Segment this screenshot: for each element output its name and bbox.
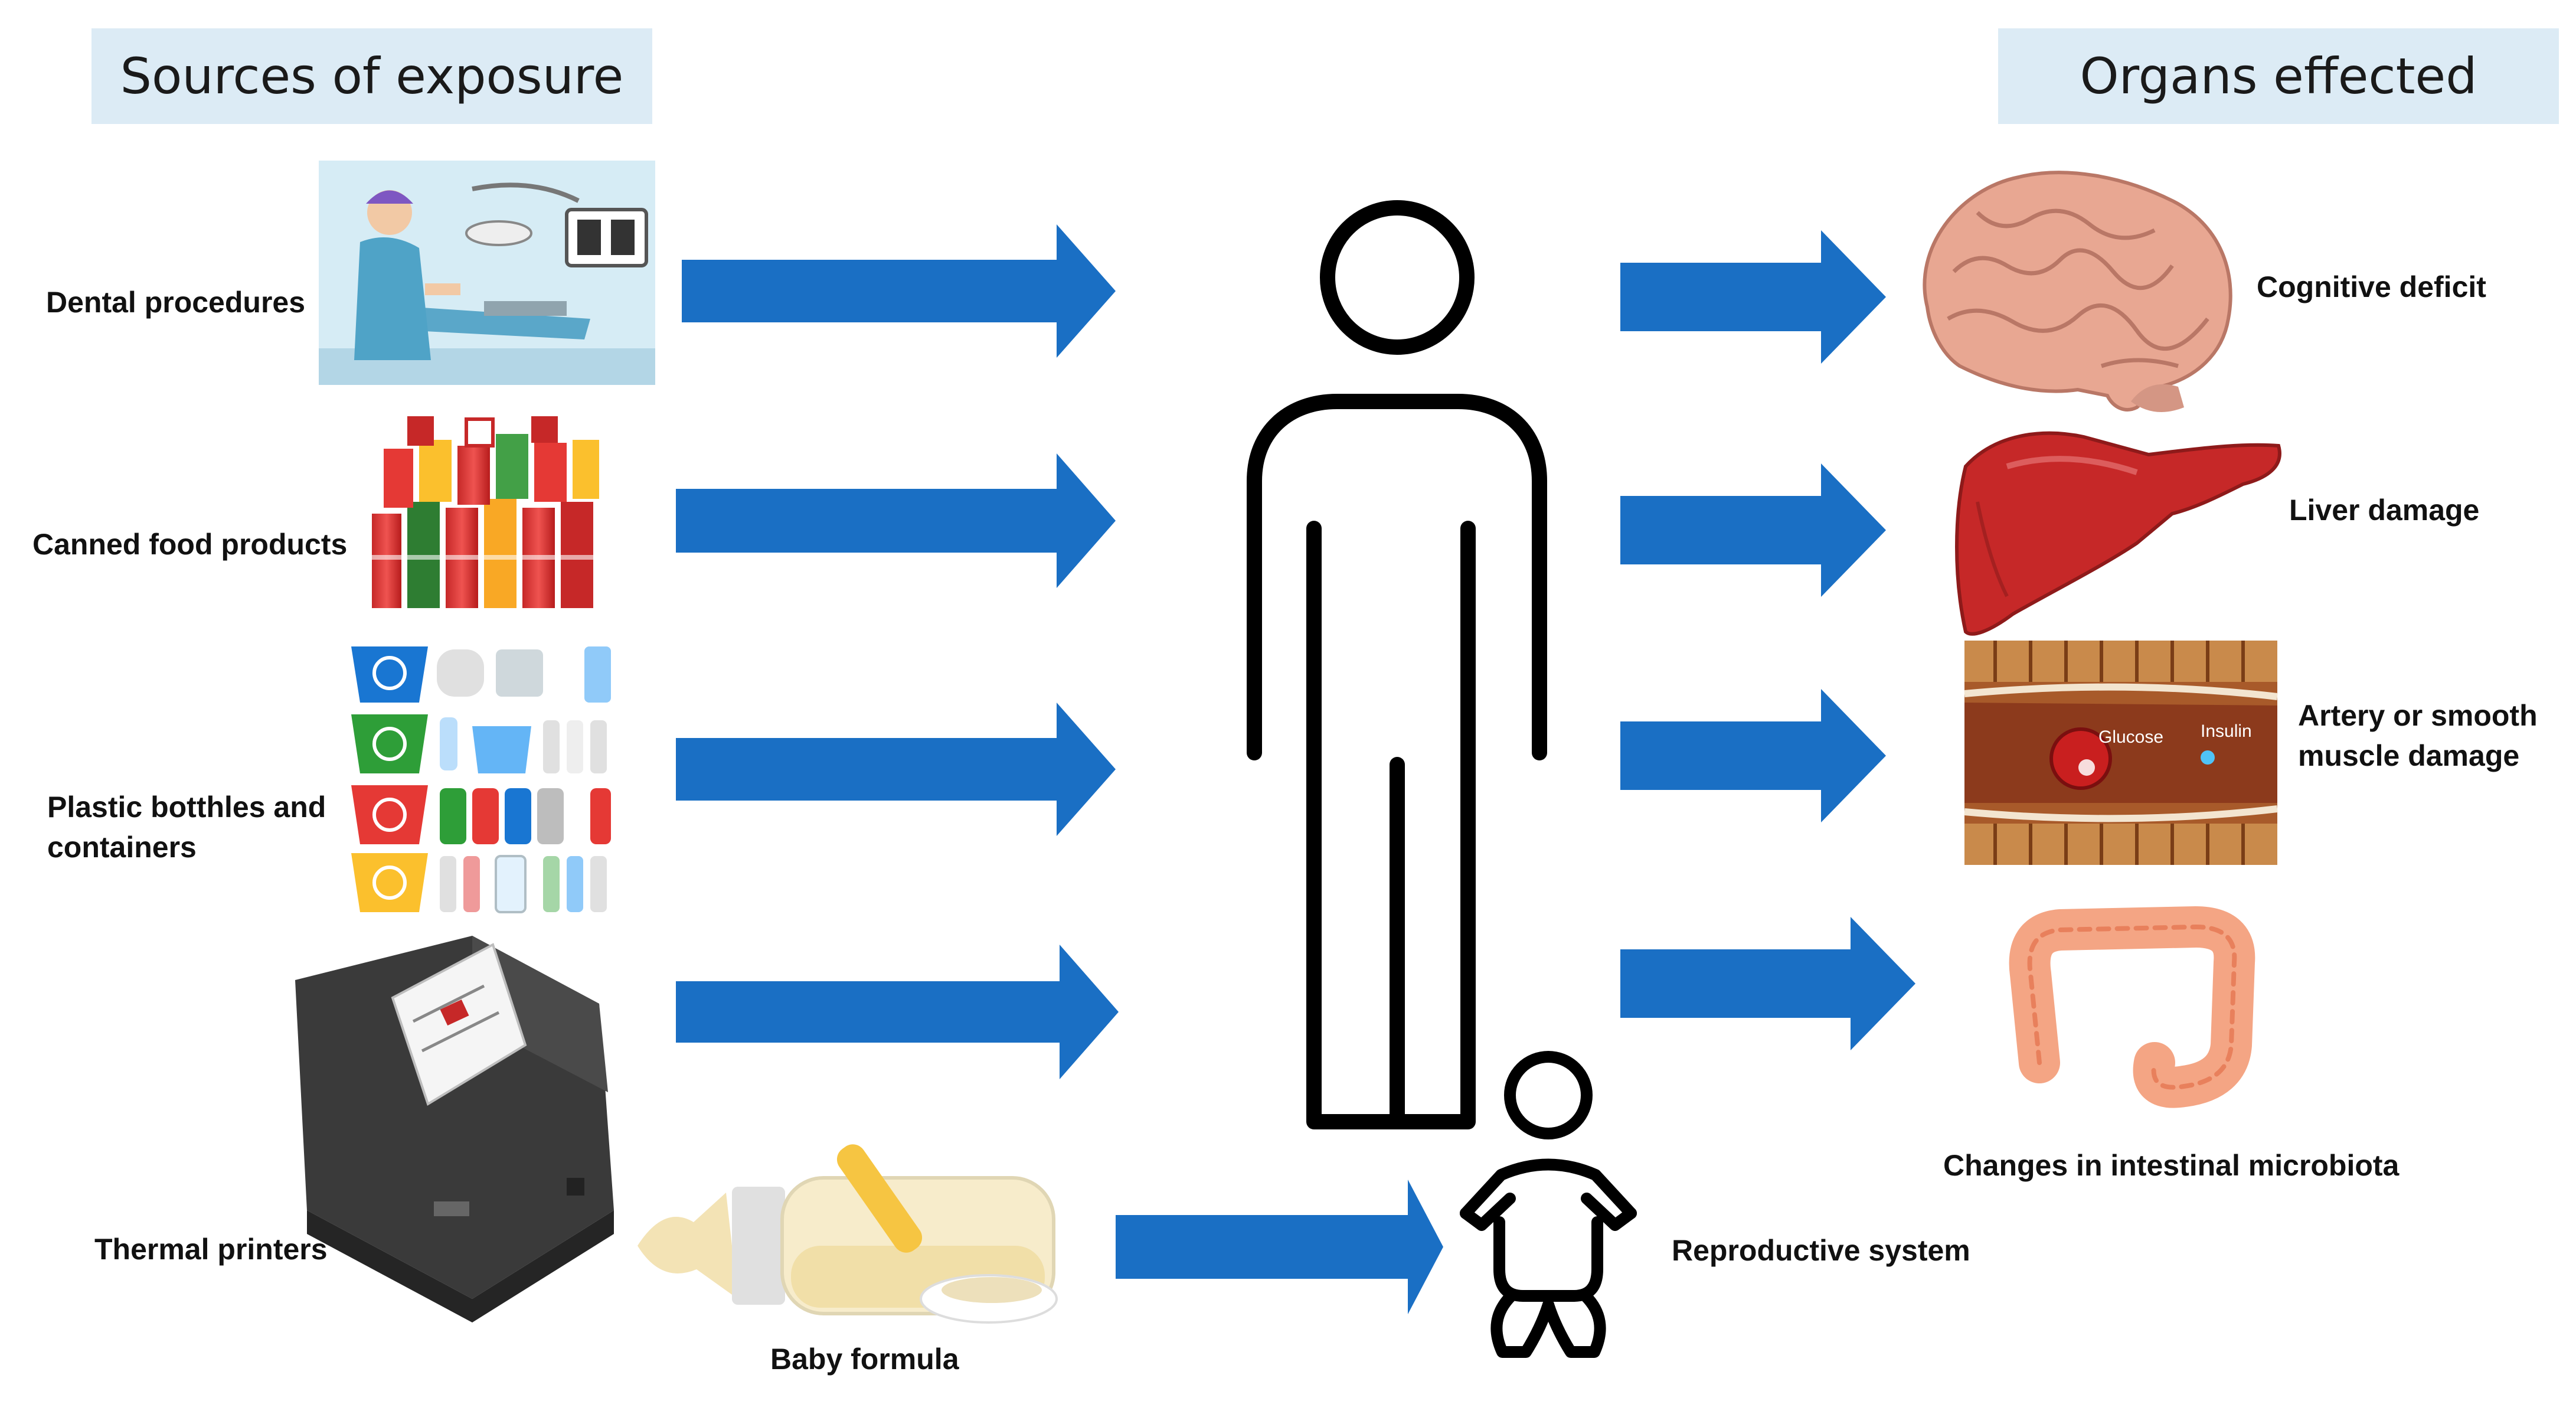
brain-illustration: [1923, 171, 2232, 412]
artery-illustration: Glucose Insulin: [1964, 641, 2278, 865]
artery-inset-label-insulin: Insulin: [2201, 721, 2252, 741]
canned-food-illustration: [366, 413, 614, 614]
organs-header: Organs effected: [1998, 28, 2559, 124]
source-label-baby-formula: Baby formula: [770, 1343, 959, 1376]
adult-person-icon: [1247, 200, 1547, 1129]
organ-label-artery: Artery or smooth: [2298, 699, 2538, 732]
organs-header-text: Organs effected: [2080, 47, 2477, 105]
sources-header-text: Sources of exposure: [120, 47, 624, 105]
source-label-plastic: Plastic botthles and: [47, 791, 326, 824]
source-label-thermal: Thermal printers: [94, 1233, 328, 1266]
dental-procedure-illustration: [319, 161, 655, 385]
arrow-artery: [1620, 689, 1886, 822]
arrow-canned: [676, 453, 1116, 588]
artery-inset-label-glucose: Glucose: [2098, 727, 2163, 747]
baby-bottle-illustration: [638, 1144, 1058, 1324]
organ-label-reproductive: Reproductive system: [1672, 1234, 1970, 1267]
source-label-plastic-line2: containers: [47, 831, 197, 864]
organ-label-intestine: Changes in intestinal microbiota: [1943, 1149, 2400, 1182]
plastic-bottles-illustration: [348, 644, 626, 918]
baby-icon: [1460, 1051, 1637, 1358]
source-label-canned: Canned food products: [32, 528, 348, 561]
arrow-baby-formula: [1116, 1180, 1443, 1314]
organ-label-artery-line2: muscle damage: [2298, 739, 2520, 772]
source-label-dental: Dental procedures: [46, 286, 306, 319]
arrow-thermal: [676, 945, 1119, 1079]
thermal-printer-illustration: [295, 936, 614, 1322]
liver-illustration: [1955, 431, 2281, 636]
arrow-intestine: [1620, 917, 1915, 1050]
organ-label-liver: Liver damage: [2289, 494, 2480, 527]
intestine-illustration: [2009, 906, 2255, 1108]
arrow-dental: [682, 224, 1116, 358]
arrow-brain: [1620, 230, 1886, 364]
sources-header: Sources of exposure: [91, 28, 652, 124]
arrow-plastic: [676, 703, 1116, 836]
arrow-liver: [1620, 463, 1886, 597]
organ-label-cognitive: Cognitive deficit: [2257, 270, 2486, 303]
